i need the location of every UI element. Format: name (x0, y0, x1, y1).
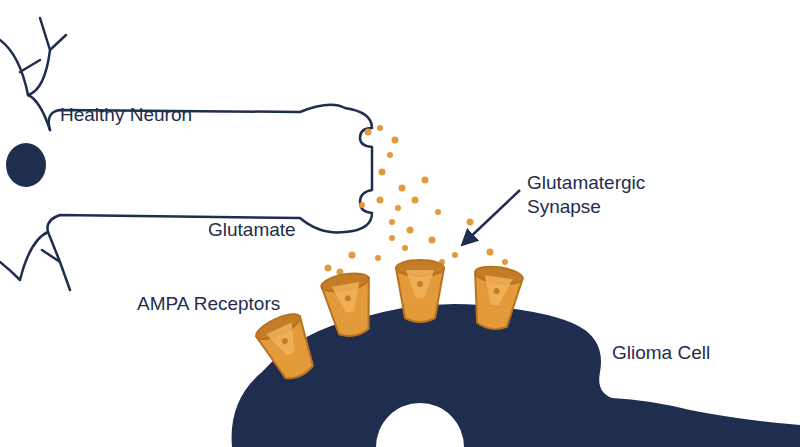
synapse-label: Glutamatergic Synapse (527, 171, 677, 219)
glutamate-dots (325, 125, 509, 276)
glioma-nucleus (376, 403, 464, 447)
receptor-label: AMPA Receptors (137, 292, 280, 316)
neuron-label: Healthy Neuron (60, 103, 192, 127)
glutamate-label: Glutamate (208, 218, 296, 242)
glioma-label: Glioma Cell (612, 341, 710, 365)
glioma-cell (232, 304, 800, 447)
nucleus (6, 143, 46, 187)
ampa-receptors (253, 260, 524, 386)
leader-arrow (463, 190, 520, 244)
neuron-outline (0, 18, 372, 290)
